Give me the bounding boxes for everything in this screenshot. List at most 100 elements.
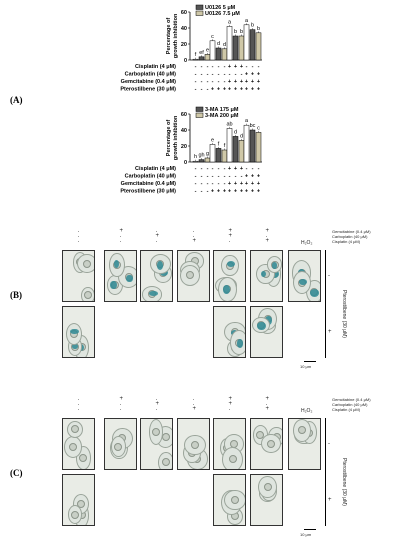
treatment-sign: - bbox=[252, 64, 254, 70]
treatment-label: Pterostilbene (30 μM) bbox=[120, 189, 176, 195]
y-axis-label-line: growth inhibition bbox=[173, 13, 179, 58]
column-sign: + bbox=[155, 233, 160, 239]
cell-nucleus bbox=[69, 443, 78, 452]
significance-letter: ab bbox=[226, 121, 232, 127]
cell-nucleus bbox=[161, 458, 170, 467]
bar bbox=[238, 140, 245, 163]
significance-letter: e bbox=[206, 47, 209, 53]
treatment-sign: - bbox=[218, 72, 220, 78]
cell-nucleus bbox=[84, 291, 93, 300]
treatment-sign: - bbox=[195, 189, 197, 195]
bar bbox=[249, 129, 256, 163]
cell-nucleus bbox=[79, 454, 88, 463]
bar bbox=[243, 124, 250, 163]
treatment-sign: + bbox=[240, 189, 243, 195]
legend-label: 3-MA 175 μM bbox=[205, 107, 239, 113]
micrograph-tile bbox=[250, 306, 283, 358]
legend-swatch bbox=[195, 106, 204, 112]
cell-nucleus bbox=[77, 500, 86, 509]
micrograph-tile bbox=[177, 250, 210, 302]
treatment-sign: + bbox=[228, 87, 231, 93]
treatment-sign: - bbox=[212, 166, 214, 172]
treatment-sign: - bbox=[207, 79, 209, 85]
treatment-sign: - bbox=[218, 166, 220, 172]
condition-label: Gemcitabine (0.4 μM) bbox=[332, 397, 371, 402]
y-axis-label: Percentage ofgrowth inhibition bbox=[166, 115, 179, 160]
treatment-sign: + bbox=[251, 181, 254, 187]
treatment-sign: - bbox=[207, 181, 209, 187]
treatment-sign: - bbox=[224, 166, 226, 172]
column-sign: + bbox=[119, 396, 124, 402]
bar bbox=[209, 40, 216, 61]
stain-spot bbox=[271, 261, 278, 269]
treatment-sign: - bbox=[224, 64, 226, 70]
y-tick-label: 60 bbox=[181, 10, 187, 16]
cell-nucleus bbox=[191, 441, 200, 450]
treatment-sign: + bbox=[234, 166, 237, 172]
bar bbox=[192, 160, 199, 163]
treatment-sign: - bbox=[195, 87, 197, 93]
y-tick-label: 40 bbox=[181, 128, 187, 134]
treatment-sign: + bbox=[234, 64, 237, 70]
stain-spot bbox=[260, 270, 267, 278]
bar bbox=[226, 128, 233, 163]
cell-nucleus bbox=[298, 426, 307, 435]
column-sign: . bbox=[119, 233, 122, 239]
treatment-label: Carboplatin (40 μM) bbox=[125, 72, 177, 78]
micrograph-tile bbox=[62, 418, 95, 470]
treatment-sign: + bbox=[217, 87, 220, 93]
column-sign: + bbox=[119, 228, 124, 234]
row-bracket bbox=[325, 418, 326, 526]
treatment-sign: + bbox=[234, 189, 237, 195]
treatment-sign: + bbox=[234, 79, 237, 85]
micrograph-tile bbox=[250, 474, 283, 526]
micrograph-tile bbox=[213, 474, 246, 526]
micrograph-tile bbox=[62, 306, 95, 358]
y-tick-label: 60 bbox=[181, 112, 187, 118]
bar bbox=[226, 26, 233, 61]
bar bbox=[204, 54, 211, 61]
significance-letter: gh bbox=[198, 153, 204, 159]
treatment-sign: + bbox=[228, 189, 231, 195]
scale-bar bbox=[304, 529, 316, 530]
column-sign: . bbox=[119, 406, 122, 412]
micrograph-tile bbox=[250, 250, 283, 302]
treatment-sign: - bbox=[258, 64, 260, 70]
treatment-sign: - bbox=[212, 72, 214, 78]
treatment-sign: + bbox=[257, 189, 260, 195]
stain-spot bbox=[72, 343, 78, 350]
scale-bar-label: 10 μm bbox=[300, 364, 312, 369]
significance-letter: d bbox=[234, 129, 237, 135]
treatment-sign: - bbox=[235, 72, 237, 78]
treatment-sign: - bbox=[212, 64, 214, 70]
column-sign: . bbox=[77, 396, 80, 402]
treatment-sign: - bbox=[241, 174, 243, 180]
bar bbox=[215, 47, 222, 61]
y-tick-label: 40 bbox=[181, 26, 187, 32]
treatment-sign: - bbox=[246, 64, 248, 70]
significance-letter: e bbox=[211, 137, 214, 143]
micrograph-tile bbox=[62, 474, 95, 526]
bar bbox=[249, 29, 256, 61]
treatment-sign: + bbox=[251, 87, 254, 93]
pterostilbene-side-label: Pterostilbene (30 μM) bbox=[341, 458, 347, 506]
treatment-sign: - bbox=[207, 174, 209, 180]
legend-swatch bbox=[195, 4, 204, 10]
treatment-sign: + bbox=[228, 79, 231, 85]
panel-b: .+..++..+.+....+.+Gemcitabine (0.4 μM)Ca… bbox=[0, 228, 409, 378]
treatment-sign: - bbox=[201, 64, 203, 70]
legend-label: U0126 5 μM bbox=[205, 5, 236, 11]
legend-label: U0126 7.5 μM bbox=[205, 11, 240, 17]
stain-spot bbox=[149, 290, 159, 296]
y-axis-label: Percentage ofgrowth inhibition bbox=[166, 13, 179, 58]
treatment-sign: + bbox=[257, 181, 260, 187]
bar bbox=[255, 32, 262, 61]
column-sign: . bbox=[155, 228, 158, 234]
treatment-sign: + bbox=[251, 189, 254, 195]
y-tick-label: 20 bbox=[181, 144, 187, 150]
bar bbox=[198, 56, 205, 61]
column-sign: + bbox=[228, 401, 233, 407]
treatment-sign: + bbox=[240, 79, 243, 85]
column-sign: . bbox=[192, 401, 195, 407]
bar bbox=[232, 35, 239, 61]
